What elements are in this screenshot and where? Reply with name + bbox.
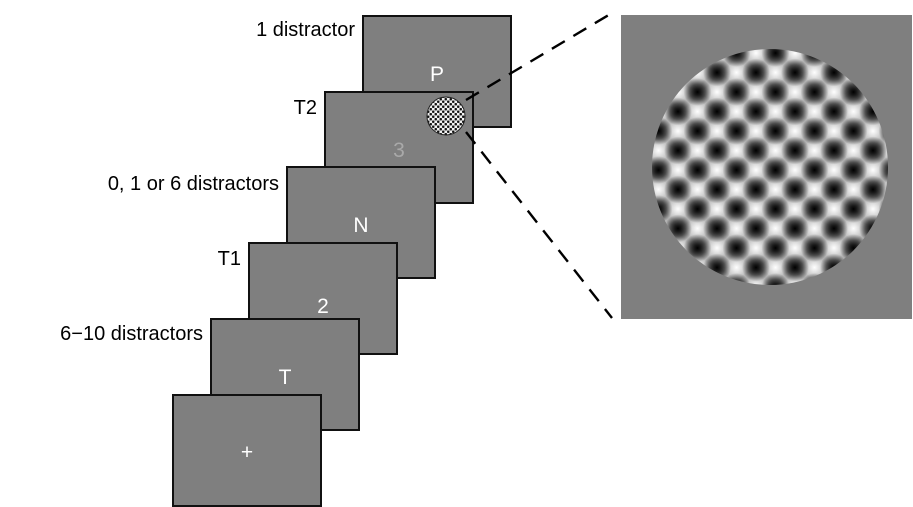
grating-patch [426,96,466,136]
zoom-line-upper [465,11,613,102]
frame-letter-n: N [353,214,369,237]
frame-letter-t: T [278,366,292,389]
label-t2: T2 [293,97,317,119]
label-distractors-mid: 0, 1 or 6 distractors [107,173,279,195]
magnified-grating [652,49,888,285]
frame-digit-3: 3 [393,139,405,162]
fixation-cross: + [240,441,254,464]
frame-letter-p: P [429,63,444,86]
label-distractors-early: 6−10 distractors [60,323,203,345]
label-t1: T1 [217,248,241,270]
label-distractor-late: 1 distractor [256,19,355,41]
frame-digit-2: 2 [317,295,329,318]
zoom-line-lower [465,131,613,319]
frame-fixation: + [172,394,322,507]
